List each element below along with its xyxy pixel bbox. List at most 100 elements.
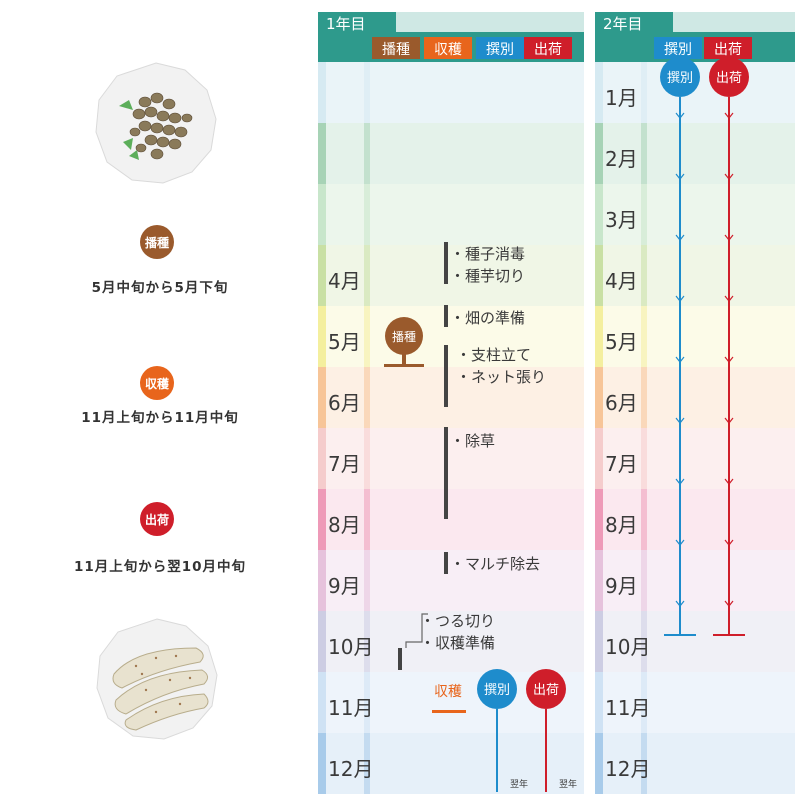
month-divider-year1-8 — [364, 489, 370, 550]
year2-header-label-2: 出荷 — [714, 42, 742, 58]
month-label-year1-6: 6月 — [328, 391, 361, 415]
month-row-bg-year2-7 — [595, 428, 795, 489]
month-label-year2-9: 9月 — [605, 574, 638, 598]
month-label-year2-4: 4月 — [605, 269, 638, 293]
month-row-stripe-year1-9 — [318, 550, 326, 611]
month-row-bg-year1-1 — [318, 62, 584, 123]
month-label-year1-10: 10月 — [328, 635, 373, 659]
task-label-8: ・つる切り — [420, 612, 495, 630]
year1-title: 1年目 — [326, 15, 366, 33]
month-row-stripe-year2-3 — [595, 184, 603, 245]
month-divider-year2-1 — [641, 62, 647, 123]
month-divider-year2-6 — [641, 367, 647, 428]
month-label-year2-7: 7月 — [605, 452, 638, 476]
next-year-label-2: 翌年 — [559, 778, 577, 790]
month-row-stripe-year1-11 — [318, 672, 326, 733]
month-row-stripe-year1-5 — [318, 306, 326, 367]
month-label-year1-4: 4月 — [328, 269, 361, 293]
shipping-label-circle: 出荷 — [140, 502, 174, 536]
month-divider-year2-12 — [641, 733, 647, 794]
year2-shipping-marker-circle — [709, 57, 749, 97]
year2-sorting-arrow-9 — [675, 600, 685, 607]
month-row-stripe-year2-2 — [595, 123, 603, 184]
year2-shipping-arrow-9 — [724, 600, 734, 607]
year2-sorting-arrow-8 — [675, 539, 685, 546]
month-divider-year2-10 — [641, 611, 647, 672]
month-label-year2-1: 1月 — [605, 86, 638, 110]
year1-sorting-marker-label: 撰別 — [484, 683, 510, 698]
month-label-year2-8: 8月 — [605, 513, 638, 537]
sowing-marker-circle — [385, 317, 423, 355]
task-label-4: ・支柱立て — [456, 346, 531, 364]
month-divider-year1-4 — [364, 245, 370, 306]
year1-sorting-marker-circle — [477, 669, 517, 709]
month-row-stripe-year1-10 — [318, 611, 326, 672]
month-row-bg-year2-12 — [595, 733, 795, 794]
month-row-stripe-year1-6 — [318, 367, 326, 428]
month-row-bg-year2-8 — [595, 489, 795, 550]
task-label-5: ・ネット張り — [456, 368, 546, 386]
month-row-stripe-year2-5 — [595, 306, 603, 367]
month-divider-year1-1 — [364, 62, 370, 123]
month-label-year1-7: 7月 — [328, 452, 361, 476]
sowing-label-circle: 播種 — [140, 225, 174, 259]
month-row-stripe-year2-10 — [595, 611, 603, 672]
month-divider-year2-2 — [641, 123, 647, 184]
month-divider-year1-9 — [364, 550, 370, 611]
month-divider-year2-11 — [641, 672, 647, 733]
month-row-stripe-year1-2 — [318, 123, 326, 184]
month-row-bg-year2-4 — [595, 245, 795, 306]
month-row-stripe-year1-1 — [318, 62, 326, 123]
task-label-2: ・種芋切り — [450, 267, 525, 285]
month-row-stripe-year2-11 — [595, 672, 603, 733]
month-row-stripe-year2-12 — [595, 733, 603, 794]
month-divider-year2-9 — [641, 550, 647, 611]
month-label-year1-5: 5月 — [328, 330, 361, 354]
month-divider-year2-8 — [641, 489, 647, 550]
month-divider-year1-6 — [364, 367, 370, 428]
month-row-stripe-year1-8 — [318, 489, 326, 550]
year1-header-2 — [424, 37, 472, 59]
task-bar-2 — [444, 305, 448, 327]
task-label-7: ・マルチ除去 — [450, 555, 540, 573]
yam-photo — [96, 618, 218, 740]
month-label-year2-5: 5月 — [605, 330, 638, 354]
year2-sorting-arrow-4 — [675, 295, 685, 302]
year2-sorting-marker-circle — [660, 57, 700, 97]
task-bar-3 — [444, 345, 448, 407]
task-label-9: ・収穫準備 — [420, 634, 495, 652]
month-divider-year2-7 — [641, 428, 647, 489]
seeds-photo — [95, 62, 217, 184]
year2-shipping-arrow-2 — [724, 173, 734, 180]
month-label-year2-6: 6月 — [605, 391, 638, 415]
month-row-bg-year1-4 — [318, 245, 584, 306]
year2-sorting-arrow-3 — [675, 234, 685, 241]
month-row-bg-year2-2 — [595, 123, 795, 184]
month-row-bg-year1-8 — [318, 489, 584, 550]
year1-shipping-marker-label: 出荷 — [533, 683, 559, 698]
month-label-year2-11: 11月 — [605, 696, 650, 720]
month-row-bg-year1-9 — [318, 550, 584, 611]
year1-header-3 — [476, 37, 524, 59]
month-row-bg-year1-3 — [318, 184, 584, 245]
harvest-marker-label: 収穫 — [434, 684, 462, 700]
year2-shipping-marker-label: 出荷 — [716, 71, 742, 86]
next-year-label-1: 翌年 — [510, 778, 528, 790]
month-divider-year1-2 — [364, 123, 370, 184]
year1-header-label-1: 播種 — [382, 42, 410, 58]
task-label-6: ・除草 — [450, 432, 495, 450]
month-row-stripe-year2-8 — [595, 489, 603, 550]
year2-shipping-arrow-3 — [724, 234, 734, 241]
month-row-bg-year1-12 — [318, 733, 584, 794]
month-label-year1-9: 9月 — [328, 574, 361, 598]
year2-shipping-arrow-8 — [724, 539, 734, 546]
month-divider-year1-10 — [364, 611, 370, 672]
year2-sorting-arrow-5 — [675, 356, 685, 363]
sowing-marker-base — [384, 364, 424, 367]
sowing-marker-stem — [402, 354, 406, 366]
month-divider-year1-11 — [364, 672, 370, 733]
shipping-label: 出荷 — [144, 512, 169, 527]
year1-header-4 — [524, 37, 572, 59]
year2-shipping-arrow-5 — [724, 356, 734, 363]
